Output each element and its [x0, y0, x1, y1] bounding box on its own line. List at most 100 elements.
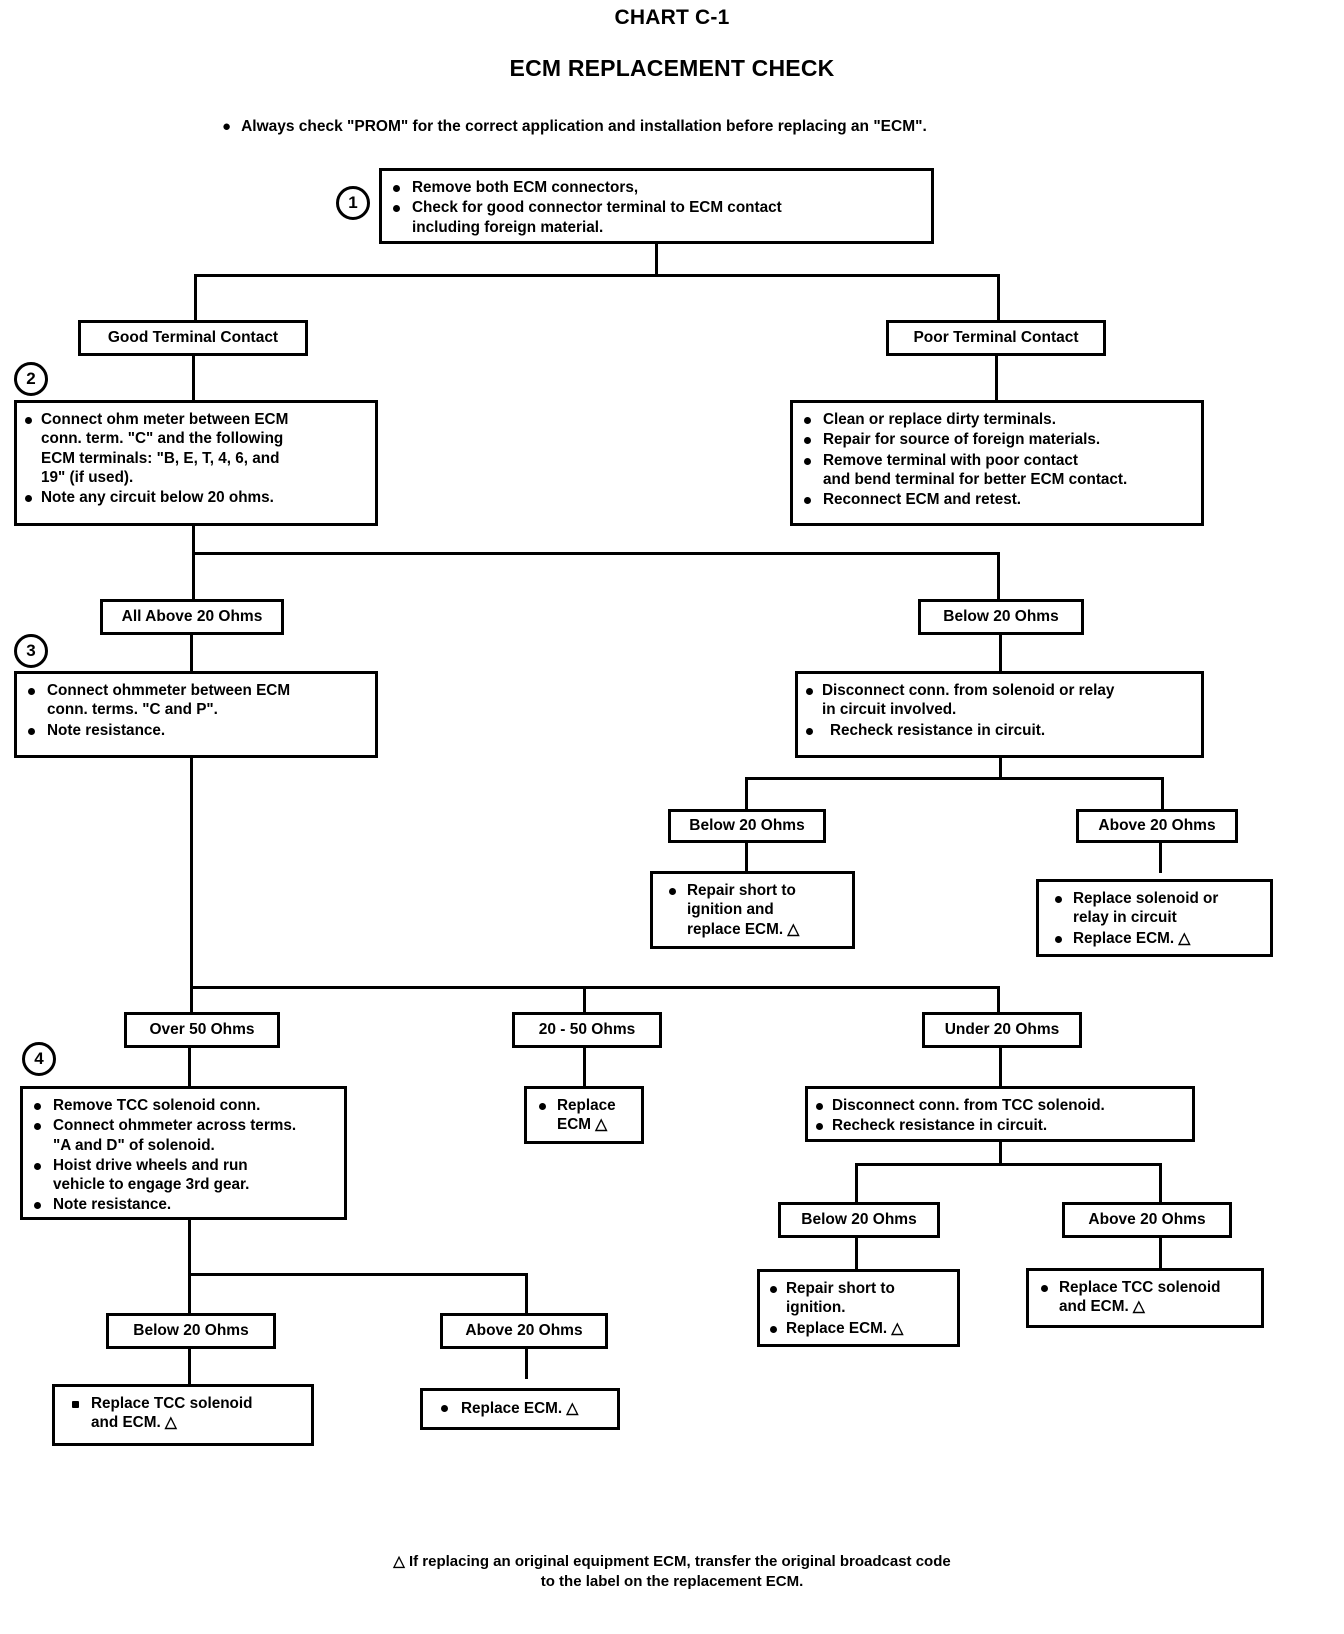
connector	[188, 1220, 191, 1275]
list-item: Connect ohm meter between ECM conn. term…	[25, 410, 367, 487]
list-item: Replace ECM. △	[435, 1399, 609, 1418]
bullet-icon	[770, 1325, 777, 1333]
connector	[995, 356, 998, 402]
node-good-terminal-contact: Good Terminal Contact	[78, 320, 308, 356]
connector	[1161, 777, 1164, 810]
node-under-20-ohms: Under 20 Ohms	[922, 1012, 1082, 1048]
connector	[997, 274, 1000, 321]
list-item: Disconnect conn. from TCC solenoid.	[816, 1096, 1184, 1115]
node-repair-short-replace-ecm: Repair short to ignition and replace ECM…	[650, 871, 855, 949]
connector	[997, 552, 1000, 600]
node-replace-ecm-d: Replace ECM. △	[420, 1388, 620, 1430]
node-poor-terminal-contact: Poor Terminal Contact	[886, 320, 1106, 356]
connector	[1159, 1163, 1162, 1203]
connector	[190, 986, 193, 1013]
bullet-icon	[28, 688, 35, 696]
node-step4: Remove TCC solenoid conn. Connect ohmmet…	[20, 1086, 347, 1220]
connector	[855, 1163, 858, 1203]
connector	[745, 777, 1164, 780]
bullet-icon	[393, 205, 400, 213]
node-below-20-ohms-a: Below 20 Ohms	[918, 599, 1084, 635]
node-above-20-ohms-d: Above 20 Ohms	[440, 1313, 608, 1349]
node-below-20-ohms-c: Below 20 Ohms	[778, 1202, 940, 1238]
connector	[194, 274, 197, 321]
step-number-3: 3	[14, 634, 48, 668]
bullet-icon	[25, 417, 32, 425]
list-item: Replace TCC solenoid and ECM. △	[1039, 1278, 1253, 1317]
node-step1: Remove both ECM connectors, Check for go…	[379, 168, 934, 244]
connector	[194, 274, 1000, 277]
list-item: Reconnect ECM and retest.	[801, 490, 1193, 509]
node-step2: Connect ohm meter between ECM conn. term…	[14, 400, 378, 526]
node-all-above-20-ohms: All Above 20 Ohms	[100, 599, 284, 635]
list-item: Note any circuit below 20 ohms.	[25, 488, 367, 507]
node-over-50-ohms: Over 50 Ohms	[124, 1012, 280, 1048]
node-replace-tcc-and-ecm-d: Replace TCC solenoid and ECM. △	[52, 1384, 314, 1446]
connector	[855, 1163, 1161, 1166]
bullet-icon	[34, 1162, 41, 1170]
connector	[192, 526, 195, 554]
node-step3: Connect ohmmeter between ECM conn. terms…	[14, 671, 378, 758]
list-item: Replace TCC solenoid and ECM. △	[67, 1394, 303, 1433]
list-item: Replace ECM △	[537, 1096, 633, 1135]
connector	[583, 986, 586, 1013]
step-number-1: 1	[336, 186, 370, 220]
page-title: ECM REPLACEMENT CHECK	[509, 55, 835, 81]
connector	[525, 1349, 528, 1379]
connector	[1159, 843, 1162, 873]
connector	[745, 843, 748, 873]
bullet-icon	[539, 1103, 546, 1111]
footnote-line-2: to the label on the replacement ECM.	[540, 1573, 804, 1591]
connector	[999, 1048, 1002, 1088]
node-disconnect-solenoid-relay: Disconnect conn. from solenoid or relay …	[795, 671, 1204, 758]
list-item: Check for good connector terminal to ECM…	[390, 198, 923, 237]
prom-note-text: Always check "PROM" for the correct appl…	[241, 118, 927, 135]
chart-number: CHART C-1	[614, 6, 730, 29]
connector	[192, 356, 195, 402]
step-number-4: 4	[22, 1042, 56, 1076]
bullet-icon	[669, 888, 676, 896]
node-poor-actions: Clean or replace dirty terminals. Repair…	[790, 400, 1204, 526]
bullet-icon	[34, 1123, 41, 1131]
list-item: Disconnect conn. from solenoid or relay …	[806, 681, 1193, 720]
list-item: Replace solenoid or relay in circuit	[1051, 889, 1262, 928]
list-item: Repair short to ignition.	[770, 1279, 949, 1318]
node-disconnect-tcc: Disconnect conn. from TCC solenoid. Rech…	[805, 1086, 1195, 1142]
node-20-50-ohms: 20 - 50 Ohms	[512, 1012, 662, 1048]
bullet-icon	[816, 1103, 823, 1111]
bullet-icon	[804, 417, 811, 425]
bullet-icon	[1041, 1285, 1048, 1293]
connector	[999, 758, 1002, 780]
list-item: Repair for source of foreign materials.	[801, 430, 1193, 449]
connector	[188, 1273, 191, 1315]
list-item: Note resistance.	[25, 721, 367, 740]
connector	[999, 1142, 1002, 1166]
connector	[1159, 1238, 1162, 1268]
list-item: Recheck resistance in circuit.	[806, 721, 1193, 740]
connector	[525, 1273, 528, 1315]
list-item: Remove TCC solenoid conn.	[31, 1096, 336, 1115]
connector	[190, 635, 193, 673]
connector	[192, 552, 1000, 555]
bullet-icon	[34, 1103, 41, 1111]
list-item: Clean or replace dirty terminals.	[801, 410, 1193, 429]
bullet-icon	[1055, 896, 1062, 904]
bullet-icon	[770, 1286, 777, 1294]
bullet-icon	[806, 727, 813, 735]
node-replace-solenoid-relay: Replace solenoid or relay in circuit Rep…	[1036, 879, 1273, 957]
footnote-line-1: △ If replacing an original equipment ECM…	[393, 1553, 951, 1570]
bullet-icon	[25, 495, 32, 503]
bullet-icon	[72, 1401, 79, 1409]
list-item: Repair short to ignition and replace ECM…	[665, 881, 844, 939]
connector	[188, 1048, 191, 1088]
list-item: Replace ECM. △	[770, 1319, 949, 1338]
connector	[655, 244, 658, 276]
connector	[583, 1048, 586, 1088]
bullet-icon	[804, 457, 811, 465]
bullet-icon	[34, 1202, 41, 1210]
bullet-icon	[816, 1123, 823, 1131]
connector	[999, 635, 1002, 673]
bullet-icon	[806, 688, 813, 696]
list-item: Recheck resistance in circuit.	[816, 1116, 1184, 1135]
